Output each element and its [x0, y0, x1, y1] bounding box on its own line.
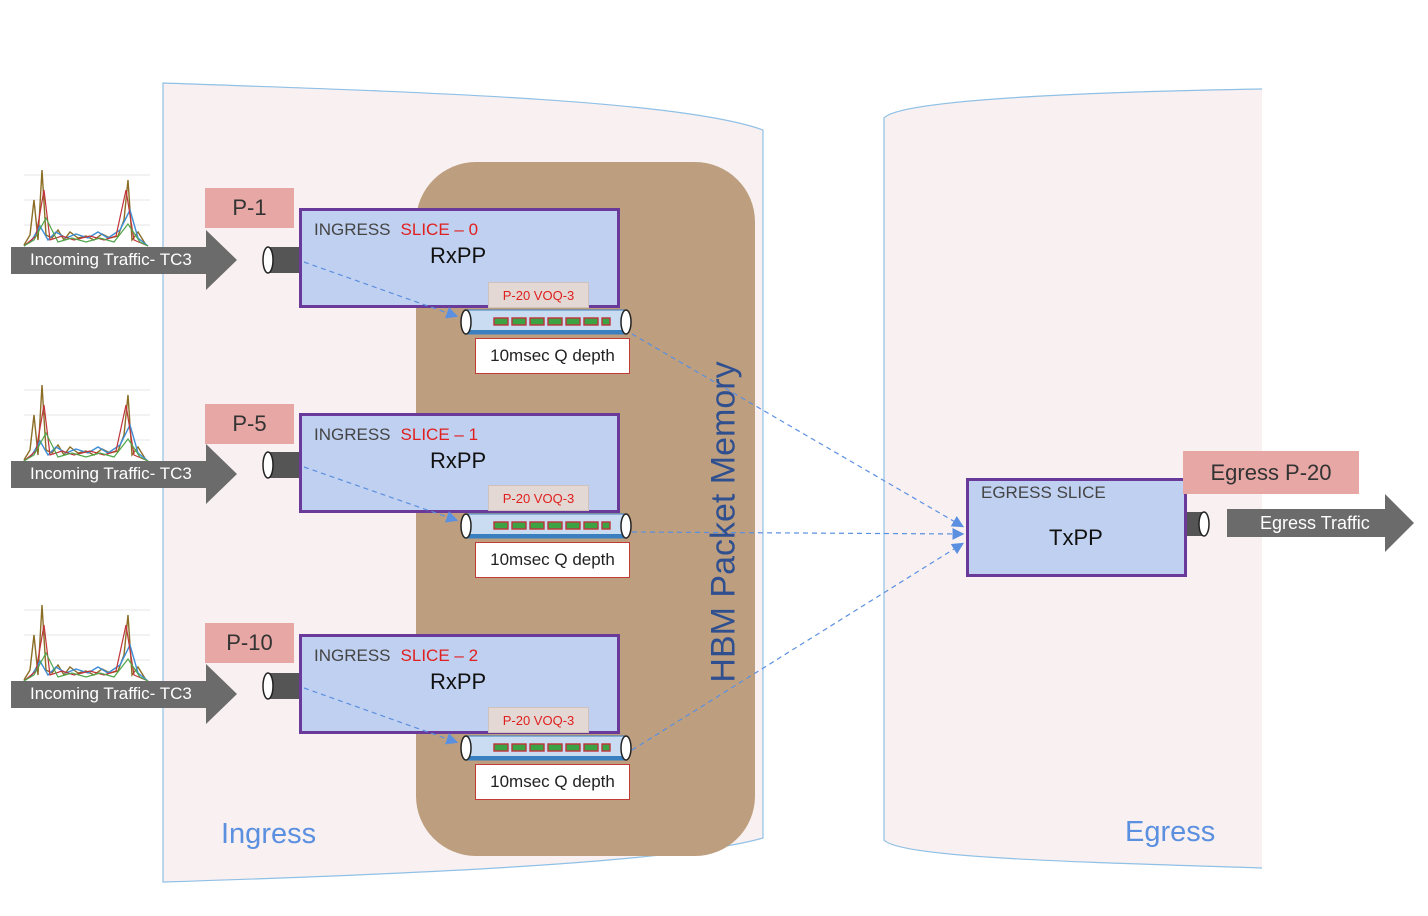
slice-header: INGRESS SLICE – 1	[314, 425, 478, 445]
traffic-chart-3	[23, 604, 150, 682]
hbm-memory-label: HBM Packet Memory	[704, 361, 743, 683]
traffic-chart-1	[23, 169, 150, 247]
port-tag-p5: P-5	[205, 404, 294, 444]
port-tag-p10: P-10	[205, 623, 294, 663]
traffic-chart-2	[23, 384, 150, 462]
incoming-arrow-2	[11, 444, 237, 504]
slice-prefix: INGRESS	[314, 425, 391, 444]
incoming-traffic-label-2: Incoming Traffic- TC3	[30, 464, 192, 483]
rxpp-label: RxPP	[430, 669, 487, 694]
port-cylinder-2	[262, 451, 300, 479]
port-tag-egress: Egress P-20	[1183, 451, 1359, 494]
egress-arrow	[1227, 494, 1414, 552]
egress-slice: EGRESS SLICE TxPP	[966, 478, 1187, 577]
slice-name: SLICE – 2	[400, 646, 479, 665]
egress-region-label: Egress	[1125, 816, 1216, 848]
slice-name: SLICE – 1	[400, 425, 479, 444]
port-cylinder-1	[262, 246, 300, 274]
egress-port-cylinder	[1186, 511, 1210, 537]
egress-slice-header: EGRESS SLICE	[981, 483, 1106, 502]
voq-tag-3: P-20 VOQ-3	[488, 707, 589, 733]
voq-tag-1: P-20 VOQ-3	[488, 282, 589, 308]
slice-prefix: INGRESS	[314, 646, 391, 665]
rxpp-label: RxPP	[430, 243, 487, 268]
slice-prefix: INGRESS	[314, 220, 391, 239]
rxpp-label: RxPP	[430, 448, 487, 473]
voq-queue-3	[460, 735, 632, 761]
qdepth-label-3: 10msec Q depth	[475, 764, 630, 800]
voq-queue-1	[460, 309, 632, 335]
port-tag-p1: P-1	[205, 188, 294, 228]
ingress-region-label: Ingress	[221, 818, 317, 850]
slice-name: SLICE – 0	[400, 220, 479, 239]
incoming-traffic-label-1: Incoming Traffic- TC3	[30, 250, 192, 269]
incoming-traffic-label-3: Incoming Traffic- TC3	[30, 684, 192, 703]
voq-queue-2	[460, 513, 632, 539]
port-cylinder-3	[262, 672, 300, 700]
qdepth-label-1: 10msec Q depth	[475, 338, 630, 374]
voq-tag-2: P-20 VOQ-3	[488, 485, 589, 511]
egress-traffic-label: Egress Traffic	[1260, 513, 1370, 533]
incoming-arrow-1	[11, 230, 237, 290]
txpp-label: TxPP	[1049, 525, 1103, 550]
qdepth-label-2: 10msec Q depth	[475, 542, 630, 578]
slice-header: INGRESS SLICE – 0	[314, 220, 478, 240]
slice-header: INGRESS SLICE – 2	[314, 646, 478, 666]
incoming-arrow-3	[11, 664, 237, 724]
